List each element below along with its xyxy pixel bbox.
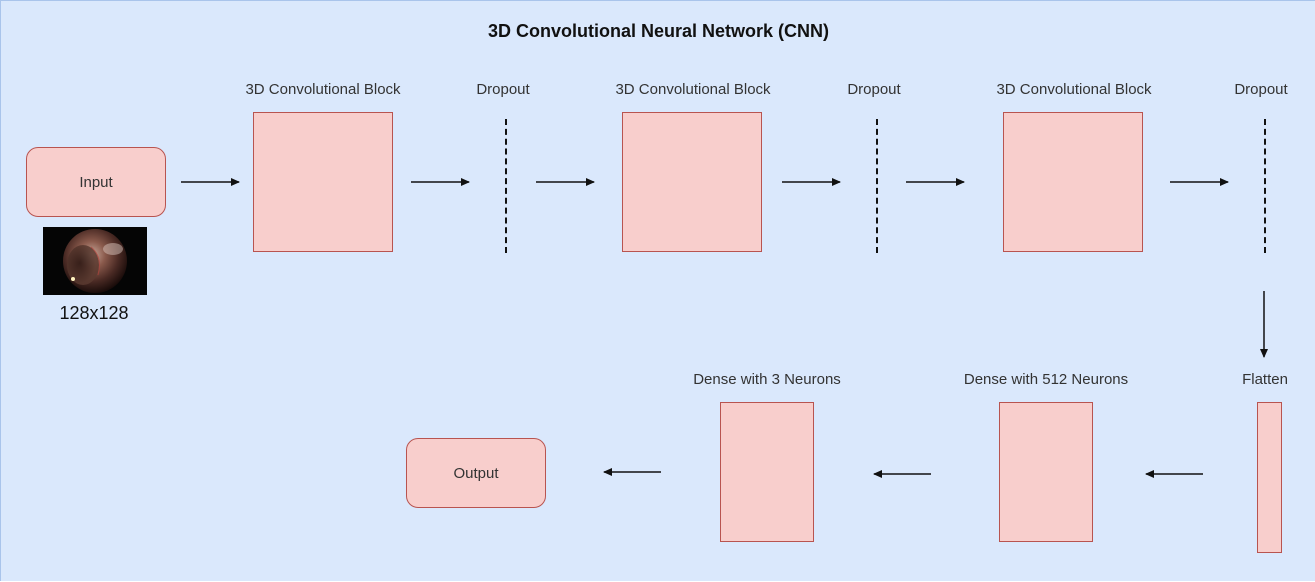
dense-512-label: Dense with 512 Neurons: [963, 371, 1129, 388]
dropout-3-label: Dropout: [1234, 81, 1288, 98]
conv-block-1: [253, 112, 393, 252]
dropout-1-label: Dropout: [476, 81, 530, 98]
input-size-label: 128x128: [59, 303, 129, 323]
dropout-2-line: [876, 119, 878, 253]
conv-block-2: [622, 112, 762, 252]
dense-3-layer: [720, 402, 814, 542]
dropout-2-label: Dropout: [847, 81, 901, 98]
input-label: Input: [79, 173, 113, 191]
dropout-1-line: [505, 119, 507, 253]
conv-block-2-label: 3D Convolutional Block: [615, 81, 771, 98]
diagram-title: 3D Convolutional Neural Network (CNN): [487, 21, 830, 41]
dense-3-label: Dense with 3 Neurons: [693, 371, 841, 388]
input-sample-image: [43, 227, 147, 295]
flatten-label: Flatten: [1242, 371, 1288, 388]
conv-block-3: [1003, 112, 1143, 252]
output-node: Output: [406, 438, 546, 508]
conv-block-3-label: 3D Convolutional Block: [996, 81, 1152, 98]
output-label: Output: [453, 464, 499, 482]
flatten-layer: [1257, 402, 1282, 553]
conv-block-1-label: 3D Convolutional Block: [245, 81, 401, 98]
dense-512-layer: [999, 402, 1093, 542]
dropout-3-line: [1264, 119, 1266, 253]
input-node: Input: [26, 147, 166, 217]
endoscopy-frame-image: [43, 227, 147, 295]
